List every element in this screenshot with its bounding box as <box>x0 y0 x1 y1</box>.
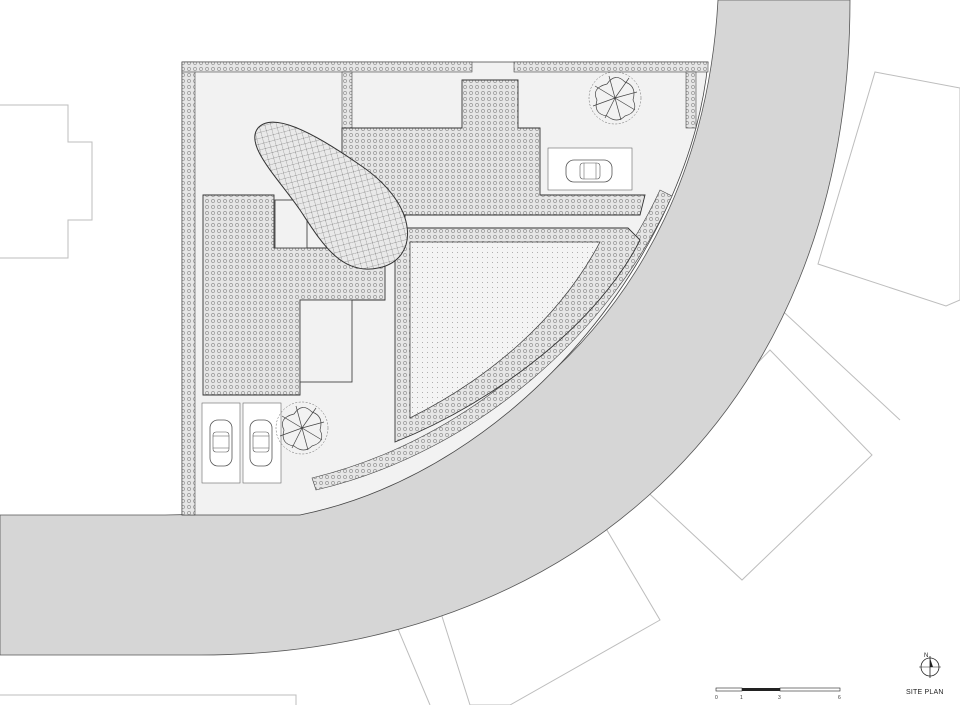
car-east <box>249 419 273 467</box>
triangular-lawn <box>409 241 601 419</box>
east-stub-wall <box>685 71 697 129</box>
parking-area <box>201 147 633 484</box>
scale-tick-6: 6 <box>838 695 841 701</box>
inner-wall <box>341 71 353 133</box>
inner-room <box>299 299 353 383</box>
neighbour-west <box>0 104 93 259</box>
scale-tick-0: 0 <box>715 695 718 701</box>
neighbour-east <box>817 71 960 307</box>
car-north <box>565 159 613 183</box>
west-boundary-wall <box>181 61 196 516</box>
teardrop-pavilion <box>254 121 408 270</box>
north-label: N <box>924 653 928 659</box>
drawing-title: SITE PLAN <box>906 689 944 696</box>
scale-tick-1: 1 <box>740 695 743 701</box>
north-boundary-wall-west <box>181 61 473 73</box>
north-boundary-wall-east <box>513 61 709 73</box>
neighbour-southwest <box>0 694 297 705</box>
scale-tick-3: 3 <box>778 695 781 701</box>
north-arrow: N <box>919 653 941 678</box>
scale-bar: 0 1 3 6 <box>715 687 841 701</box>
car-west <box>209 419 233 467</box>
west-wing <box>202 194 386 396</box>
boundary-walls <box>181 61 709 516</box>
